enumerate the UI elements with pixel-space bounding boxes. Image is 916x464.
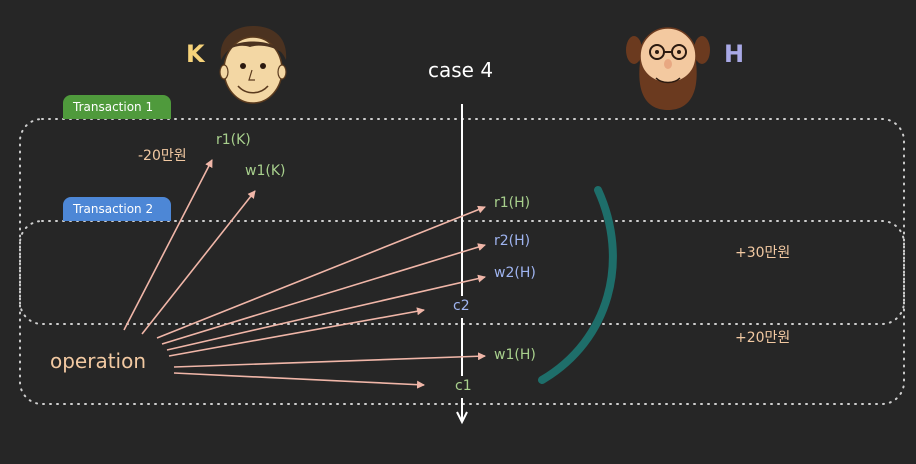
op-r1k: r1(K) [216,132,251,148]
op-r1h: r1(H) [494,195,531,211]
arrow-r2h [161,243,486,345]
cartoon-face-k-icon [219,26,287,104]
op-c1: c1 [455,378,472,394]
op-w1k: w1(K) [245,163,286,179]
timeline-gap-c1 [448,376,476,398]
amount-plus20: +20만원 [735,330,791,346]
arrow-w2h [166,274,486,351]
op-c2: c2 [453,298,470,314]
cartoon-face-h-icon [626,27,710,110]
op-r2h: r2(H) [494,233,531,249]
arrow-r1h [156,205,486,339]
op-w2h: w2(H) [494,265,536,281]
person-k-letter: K [186,40,205,68]
timeline-arrowhead [456,411,468,425]
amount-minus20: -20만원 [138,148,187,164]
operation-label: operation [50,349,147,373]
amount-plus30: +30만원 [735,245,791,261]
arrow-c2 [168,307,425,357]
arrow-w1k [141,190,256,335]
transaction2-tab: Transaction 2 [63,197,171,221]
timeline-gap-c2 [448,296,476,318]
arrow-r1k [123,159,213,331]
operation-arrows [123,159,486,389]
conflict-arc [538,186,617,384]
arrow-c1 [173,372,425,389]
arrow-w1h [173,352,486,368]
case-title: case 4 [428,58,494,82]
person-h-letter: H [724,40,745,68]
op-w1h: w1(H) [494,347,536,363]
transaction1-tab: Transaction 1 [63,95,171,119]
